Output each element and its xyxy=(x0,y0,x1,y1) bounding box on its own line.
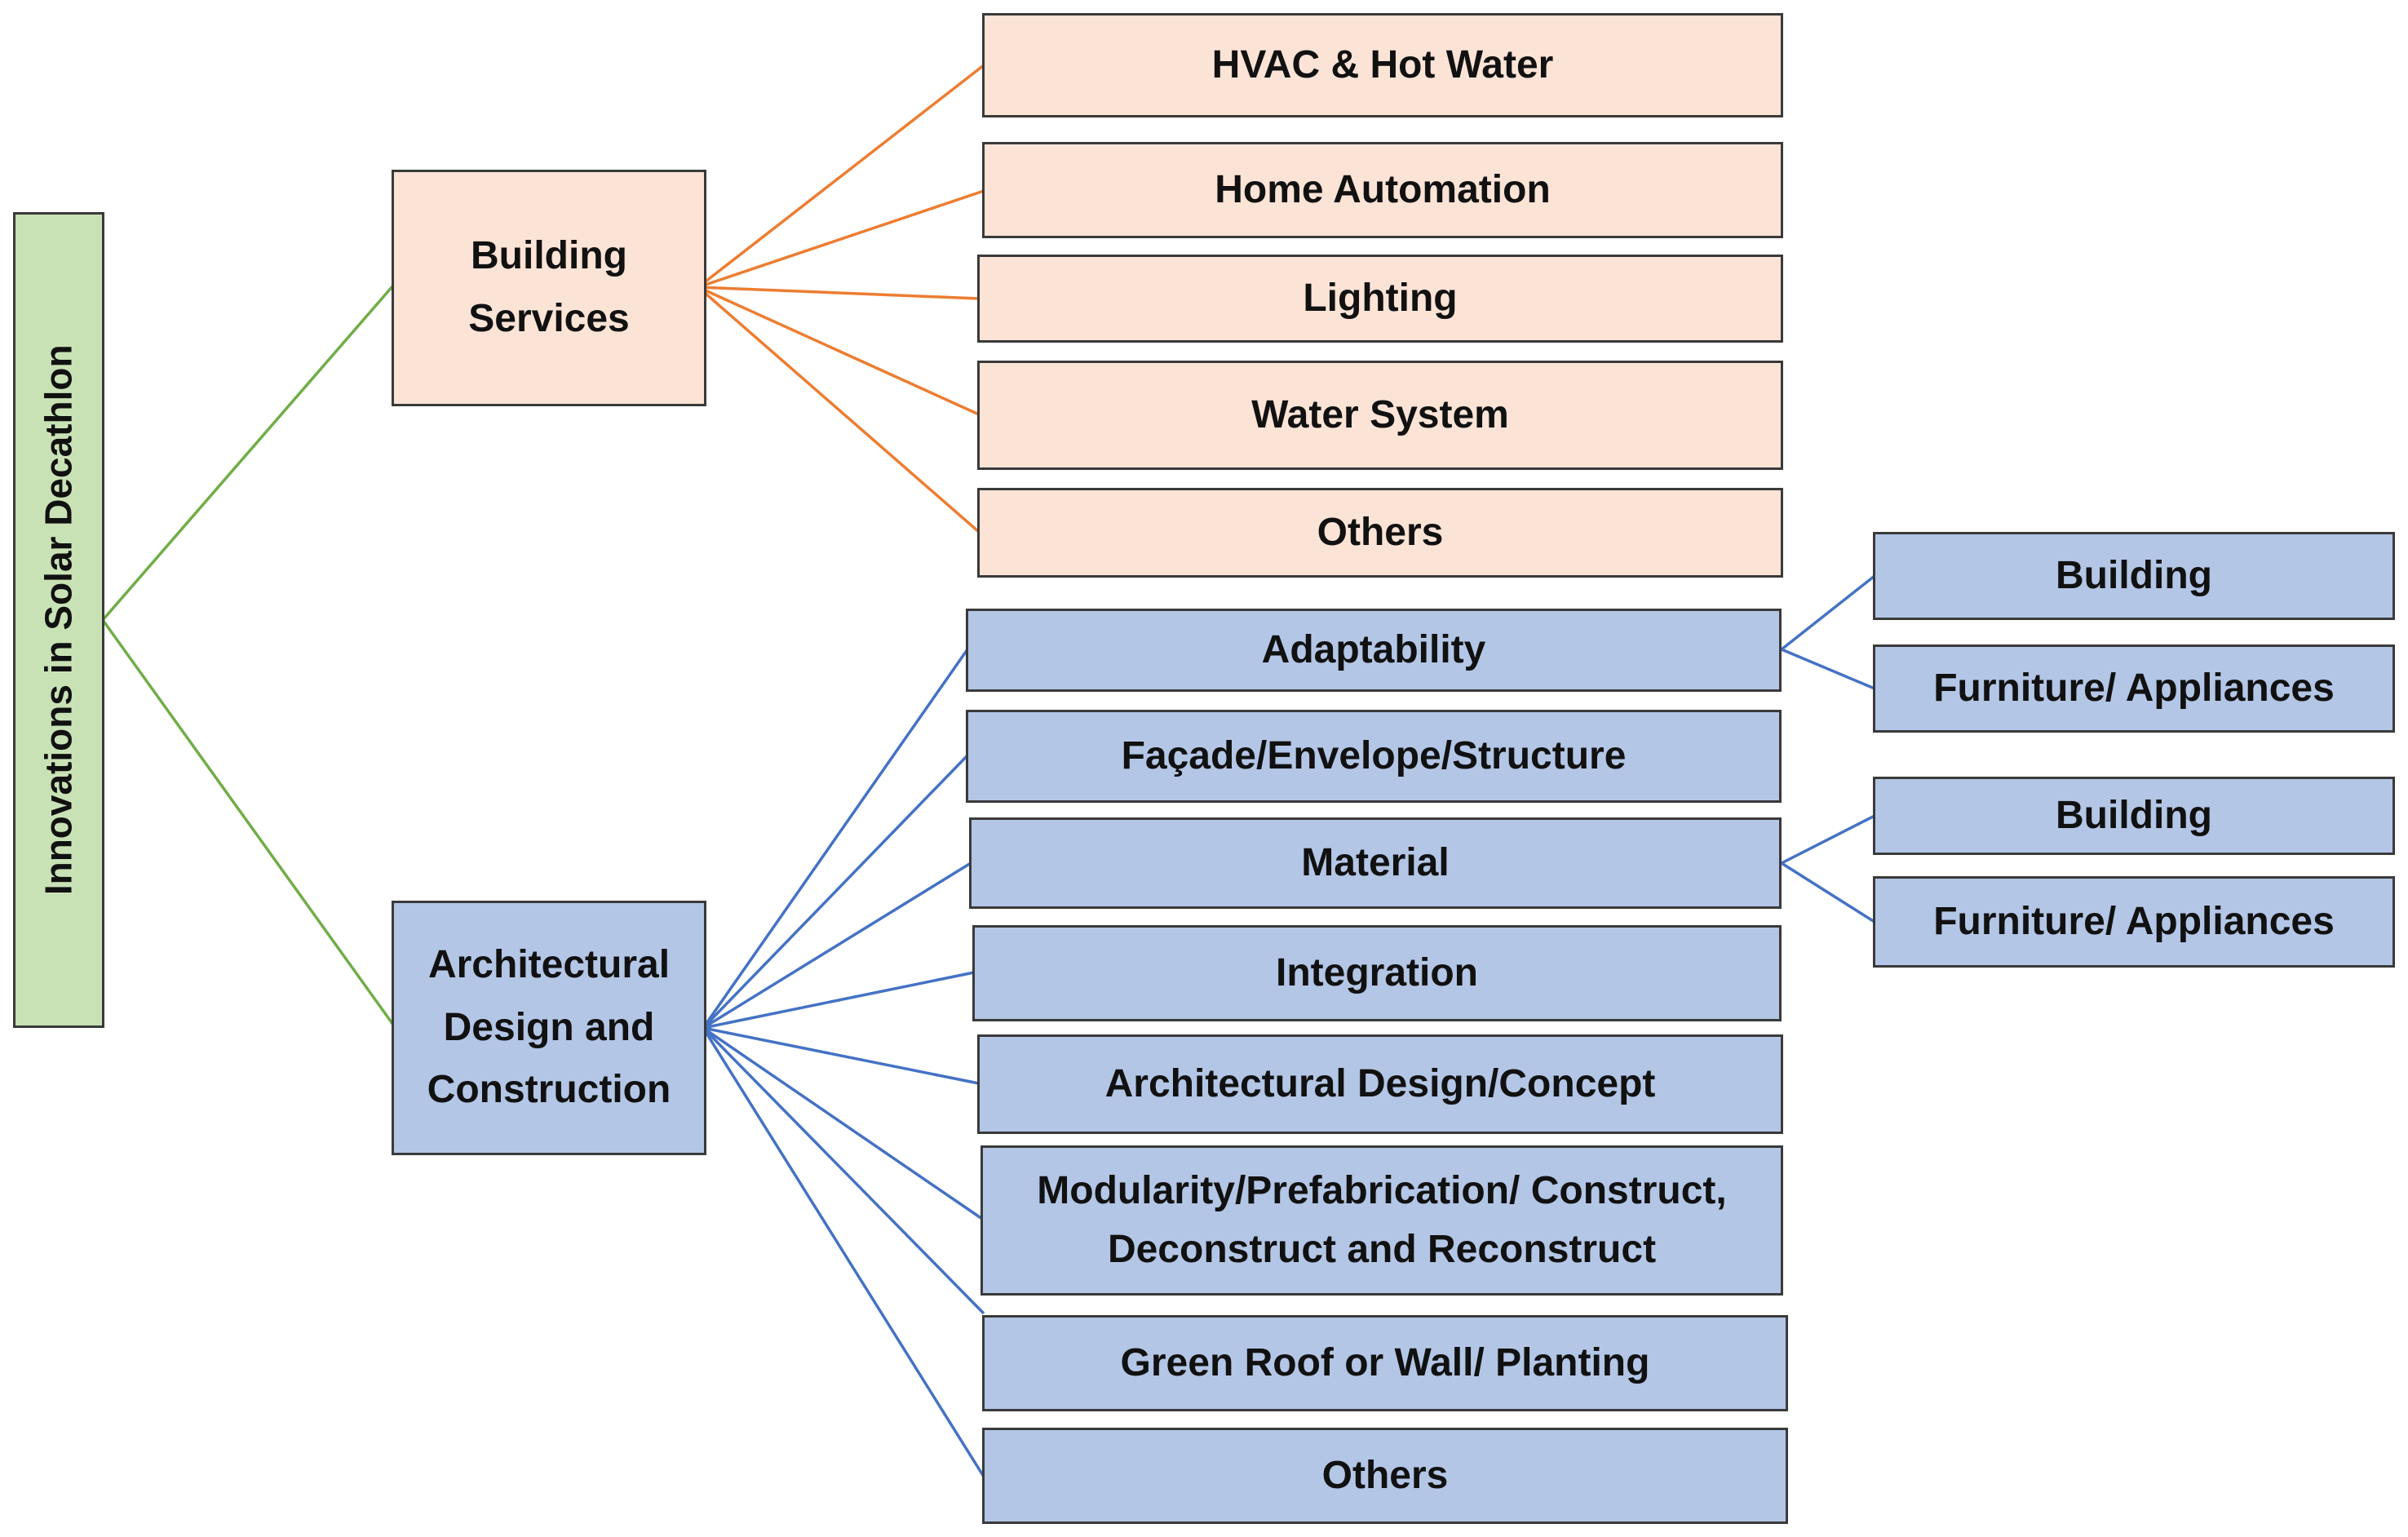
root-label: Innovations in Solar Decathlon xyxy=(37,344,80,896)
item-label: Building xyxy=(2056,793,2212,837)
item-label: Modularity/Prefabrication/ Construct, De… xyxy=(1037,1169,1727,1271)
item-label: Material xyxy=(1301,840,1450,884)
item-label: Green Roof or Wall/ Planting xyxy=(1120,1340,1650,1384)
item-label: Lighting xyxy=(1303,276,1458,320)
services-connector-0 xyxy=(697,64,985,289)
item-green-roof-wall-planting: Green Roof or Wall/ Planting xyxy=(982,1315,1788,1411)
root-node: Innovations in Solar Decathlon xyxy=(13,212,104,1028)
item-label: Water System xyxy=(1251,392,1509,436)
architectural-connector-7 xyxy=(702,1027,985,1477)
item-integration: Integration xyxy=(972,925,1782,1021)
item-modularity-prefabrication: Modularity/Prefabrication/ Construct, De… xyxy=(980,1145,1783,1296)
item-label: Façade/Envelope/Structure xyxy=(1121,733,1627,777)
architectural-connector-6 xyxy=(702,1026,985,1315)
sub-material-furniture: Furniture/ Appliances xyxy=(1873,876,2395,968)
architectural-connector-4 xyxy=(702,1026,980,1085)
item-label: Home Automation xyxy=(1215,167,1551,211)
material-connector-0 xyxy=(1781,814,1875,865)
sub-material-building: Building xyxy=(1873,777,2395,855)
item-architectural-design-concept: Architectural Design/Concept xyxy=(977,1034,1783,1134)
root-connector-1 xyxy=(101,618,395,1026)
category-building-services: Building Services xyxy=(392,170,706,406)
sub-adaptability-building: Building xyxy=(1873,532,2395,620)
item-others-architectural: Others xyxy=(982,1428,1788,1524)
architectural-connector-3 xyxy=(702,971,975,1030)
item-lighting: Lighting xyxy=(977,255,1783,343)
services-connector-3 xyxy=(697,286,980,416)
item-hvac-hot-water: HVAC & Hot Water xyxy=(982,13,1783,117)
item-label: Furniture/ Appliances xyxy=(1933,899,2335,943)
item-label: Integration xyxy=(1276,950,1478,994)
item-home-automation: Home Automation xyxy=(982,142,1783,238)
sub-adaptability-furniture: Furniture/ Appliances xyxy=(1873,644,2395,733)
category-label: Building Services xyxy=(468,234,630,340)
architectural-connector-5 xyxy=(702,1026,983,1220)
adaptability-connector-0 xyxy=(1780,574,1876,651)
architectural-connector-2 xyxy=(702,862,972,1030)
item-label: Architectural Design/Concept xyxy=(1104,1061,1656,1105)
item-label: Adaptability xyxy=(1261,627,1486,671)
item-others-services: Others xyxy=(977,488,1783,578)
item-water-system: Water System xyxy=(977,361,1783,470)
item-label: HVAC & Hot Water xyxy=(1211,42,1554,86)
services-connector-4 xyxy=(697,286,980,534)
item-label: Furniture/ Appliances xyxy=(1933,666,2335,710)
architectural-connector-0 xyxy=(702,648,969,1030)
category-label: Architectural Design and Construction xyxy=(427,942,671,1112)
services-connector-1 xyxy=(697,189,985,289)
root-connector-0 xyxy=(101,284,395,622)
item-facade-envelope-structure: Façade/Envelope/Structure xyxy=(966,710,1782,803)
item-material: Material xyxy=(969,817,1782,909)
services-connector-2 xyxy=(697,286,980,300)
category-architectural-design: Architectural Design and Construction xyxy=(392,901,706,1155)
item-label: Others xyxy=(1317,510,1444,554)
material-connector-1 xyxy=(1781,862,1875,924)
item-label: Building xyxy=(2056,553,2212,597)
item-label: Others xyxy=(1321,1453,1449,1497)
item-adaptability: Adaptability xyxy=(966,609,1782,692)
adaptability-connector-1 xyxy=(1781,648,1875,690)
architectural-connector-1 xyxy=(702,754,969,1030)
